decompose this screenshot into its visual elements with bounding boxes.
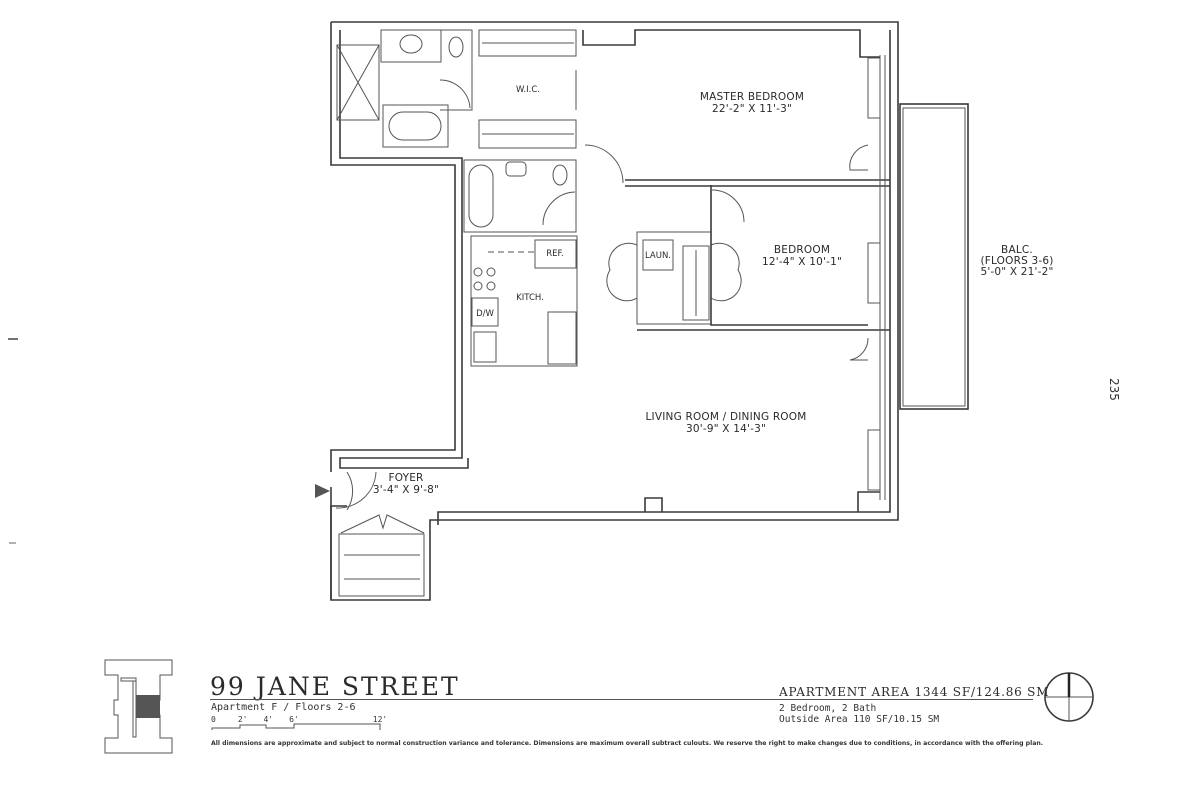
room-label-living: LIVING ROOM / DINING ROOM — [646, 411, 807, 423]
toilet-icon — [552, 164, 568, 186]
room-label-laundry: LAUN. — [645, 251, 671, 261]
entry-arrow-icon — [315, 484, 330, 498]
appliance-label-ref: REF. — [546, 249, 564, 259]
dishwasher — [471, 297, 499, 327]
room-label-bedroom: BEDROOM — [774, 244, 830, 256]
burner-icon — [486, 281, 496, 291]
room-label-master-bedroom: MASTER BEDROOM — [700, 91, 804, 103]
page-number: 235 — [1107, 378, 1121, 401]
outside-area: Outside Area 110 SF/10.15 SM — [779, 714, 940, 725]
washer-dryer — [642, 239, 674, 271]
apartment-area: APARTMENT AREA 1344 SF/124.86 SM — [779, 685, 1050, 699]
balcony — [899, 103, 969, 410]
foyer-closet — [338, 533, 425, 597]
burner-icon — [486, 267, 496, 277]
room-label-foyer: FOYER — [388, 472, 423, 484]
title-underline — [210, 699, 782, 700]
bathtub-icon — [388, 111, 442, 141]
burner-icon — [473, 267, 483, 277]
scale-label: 2' — [237, 715, 248, 724]
second-bath — [463, 159, 577, 233]
scale-bar — [211, 723, 381, 730]
room-dims-foyer: 3'-4" X 9'-8" — [373, 484, 439, 496]
area-details: 2 Bedroom, 2 Bath Outside Area 110 SF/10… — [779, 703, 939, 725]
living-dining-room — [637, 329, 890, 512]
bed-bath-count: 2 Bedroom, 2 Bath — [779, 703, 877, 714]
room-dims-balcony: 5'-0" X 21'-2" — [980, 266, 1053, 278]
scale-label: 6' — [289, 715, 299, 724]
kitchen — [470, 235, 578, 367]
unit-highlight — [136, 695, 160, 718]
area-underline — [779, 699, 1033, 700]
bathtub-icon — [468, 164, 494, 228]
building-name: 99 JANE STREET — [210, 672, 460, 701]
room-dims-master-bedroom: 22'-2" X 11'-3" — [712, 103, 792, 115]
refrigerator — [534, 239, 577, 269]
closet-rods — [344, 42, 697, 580]
room-dims-living: 30'-9" X 14'-3" — [686, 423, 766, 435]
laundry-closet — [606, 231, 742, 325]
kitchen-sink — [473, 331, 497, 363]
room-label-wic: W.I.C. — [516, 85, 540, 95]
bedroom — [710, 185, 881, 326]
key-plan — [104, 659, 173, 754]
foyer — [315, 471, 425, 597]
apartment-line: Apartment F / Floors 2-6 — [211, 702, 356, 713]
north-arrow — [1044, 672, 1094, 722]
room-label-kitchen: KITCH. — [516, 293, 544, 303]
disclaimer: All dimensions are approximate and subje… — [211, 740, 1044, 747]
east-windows — [879, 55, 886, 500]
toilet-icon — [448, 36, 464, 58]
sink-icon — [399, 34, 423, 54]
room-dims-bedroom: 12'-4" X 10'-1" — [762, 256, 842, 268]
scale-label: 12' — [372, 715, 388, 724]
burner-icon — [473, 281, 483, 291]
exterior-walls — [330, 21, 899, 601]
door-swing — [439, 79, 471, 109]
room-label-balcony: BALC. — [1001, 244, 1033, 256]
scale-label: 4' — [263, 715, 274, 724]
sink-icon — [505, 161, 527, 177]
scale-label: 0 — [211, 715, 216, 724]
balcony-note: (FLOORS 3-6) — [980, 255, 1053, 267]
master-bath — [336, 29, 473, 148]
scale-labels: 0 2' 4' 6' 12' — [211, 715, 387, 724]
appliance-label-dw: D/W — [476, 309, 494, 319]
walk-in-closet — [478, 29, 577, 149]
